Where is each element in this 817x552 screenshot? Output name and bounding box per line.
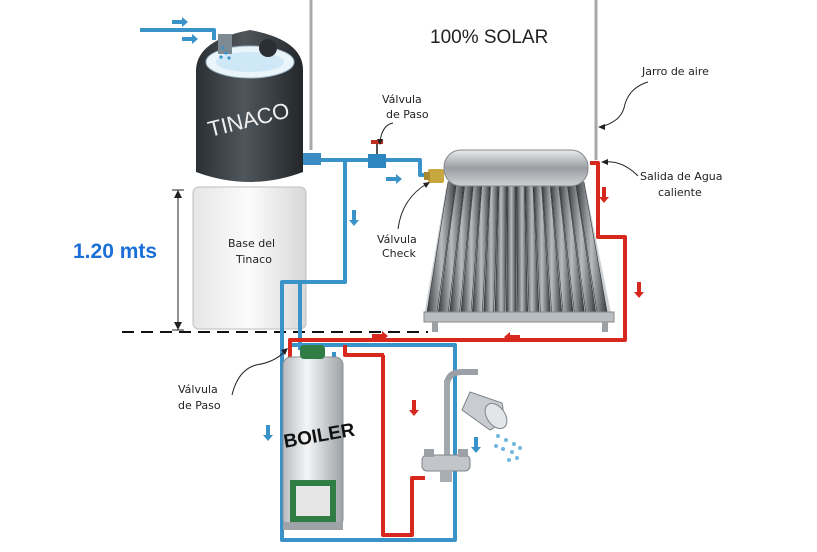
valve-top-label-line2: de Paso [386, 108, 429, 121]
callout-valve-bottom: Válvula de Paso [178, 348, 288, 412]
hot-arrow-icon [409, 400, 419, 416]
hot-outlet-label-line2: caliente [658, 186, 702, 199]
valve-top-label-line1: Válvula [382, 93, 422, 106]
solar-collector [423, 149, 615, 332]
shower [444, 369, 508, 465]
collector-tube [506, 181, 517, 313]
hot-outlet-label-line1: Salida de Agua [640, 170, 723, 183]
tinaco-outlet-fitting [303, 153, 321, 165]
hot-arrow-icon [634, 282, 644, 298]
valve-check-label-line1: Válvula [377, 233, 417, 246]
valve-bottom-label-line1: Válvula [178, 383, 218, 396]
cold-arrow-icon [471, 437, 481, 453]
cold-arrow-icon [386, 174, 402, 184]
air-vent-label: Jarro de aire [641, 65, 709, 78]
callout-air-vent: Jarro de aire [598, 65, 709, 130]
cold-arrow-icon [263, 425, 273, 441]
callout-hot-outlet: Salida de Agua caliente [601, 159, 723, 199]
cold-arrow-icon [182, 34, 198, 44]
base-label-line2: Tinaco [235, 253, 272, 266]
tinaco-base: Base del Tinaco [192, 186, 307, 330]
cold-arrow-icon [349, 210, 359, 226]
valve-bottom-label-line2: de Paso [178, 399, 221, 412]
hot-water-pipes [288, 161, 627, 537]
cold-arrow-icon [172, 17, 188, 27]
callout-valve-top: Válvula de Paso [377, 93, 429, 145]
valve-top [368, 140, 386, 168]
base-label-line1: Base del [228, 237, 275, 250]
valve-check-label-line2: Check [382, 247, 416, 260]
hot-arrow-icon [372, 331, 388, 341]
callout-valve-check: Válvula Check [377, 182, 430, 260]
height-label: 1.20 mts [73, 240, 157, 263]
boiler: BOILER [282, 345, 357, 530]
valve-check [424, 169, 444, 183]
hot-arrow-icon [599, 187, 609, 203]
shower-water-drops [494, 434, 522, 462]
hot-arrow-icon [504, 332, 520, 342]
mixer-faucet [421, 449, 471, 482]
diagram-title: 100% SOLAR [430, 27, 548, 48]
height-dimension: 1.20 mts [73, 189, 184, 331]
tinaco-tank: TINACO [196, 30, 303, 182]
